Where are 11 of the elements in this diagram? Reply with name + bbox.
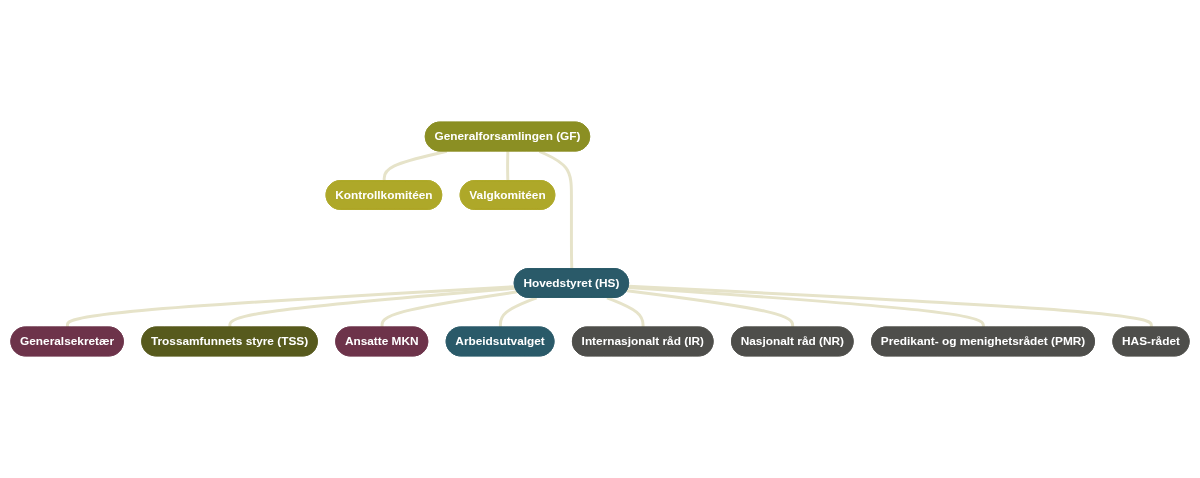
connector — [380, 290, 518, 328]
connector — [626, 289, 795, 328]
connector — [538, 150, 574, 269]
connector — [628, 284, 1153, 328]
connector — [228, 286, 516, 328]
connector — [606, 296, 645, 328]
connector — [498, 296, 538, 328]
connector — [65, 285, 516, 328]
connector — [628, 285, 985, 328]
connector — [382, 149, 448, 181]
connector — [506, 151, 510, 181]
